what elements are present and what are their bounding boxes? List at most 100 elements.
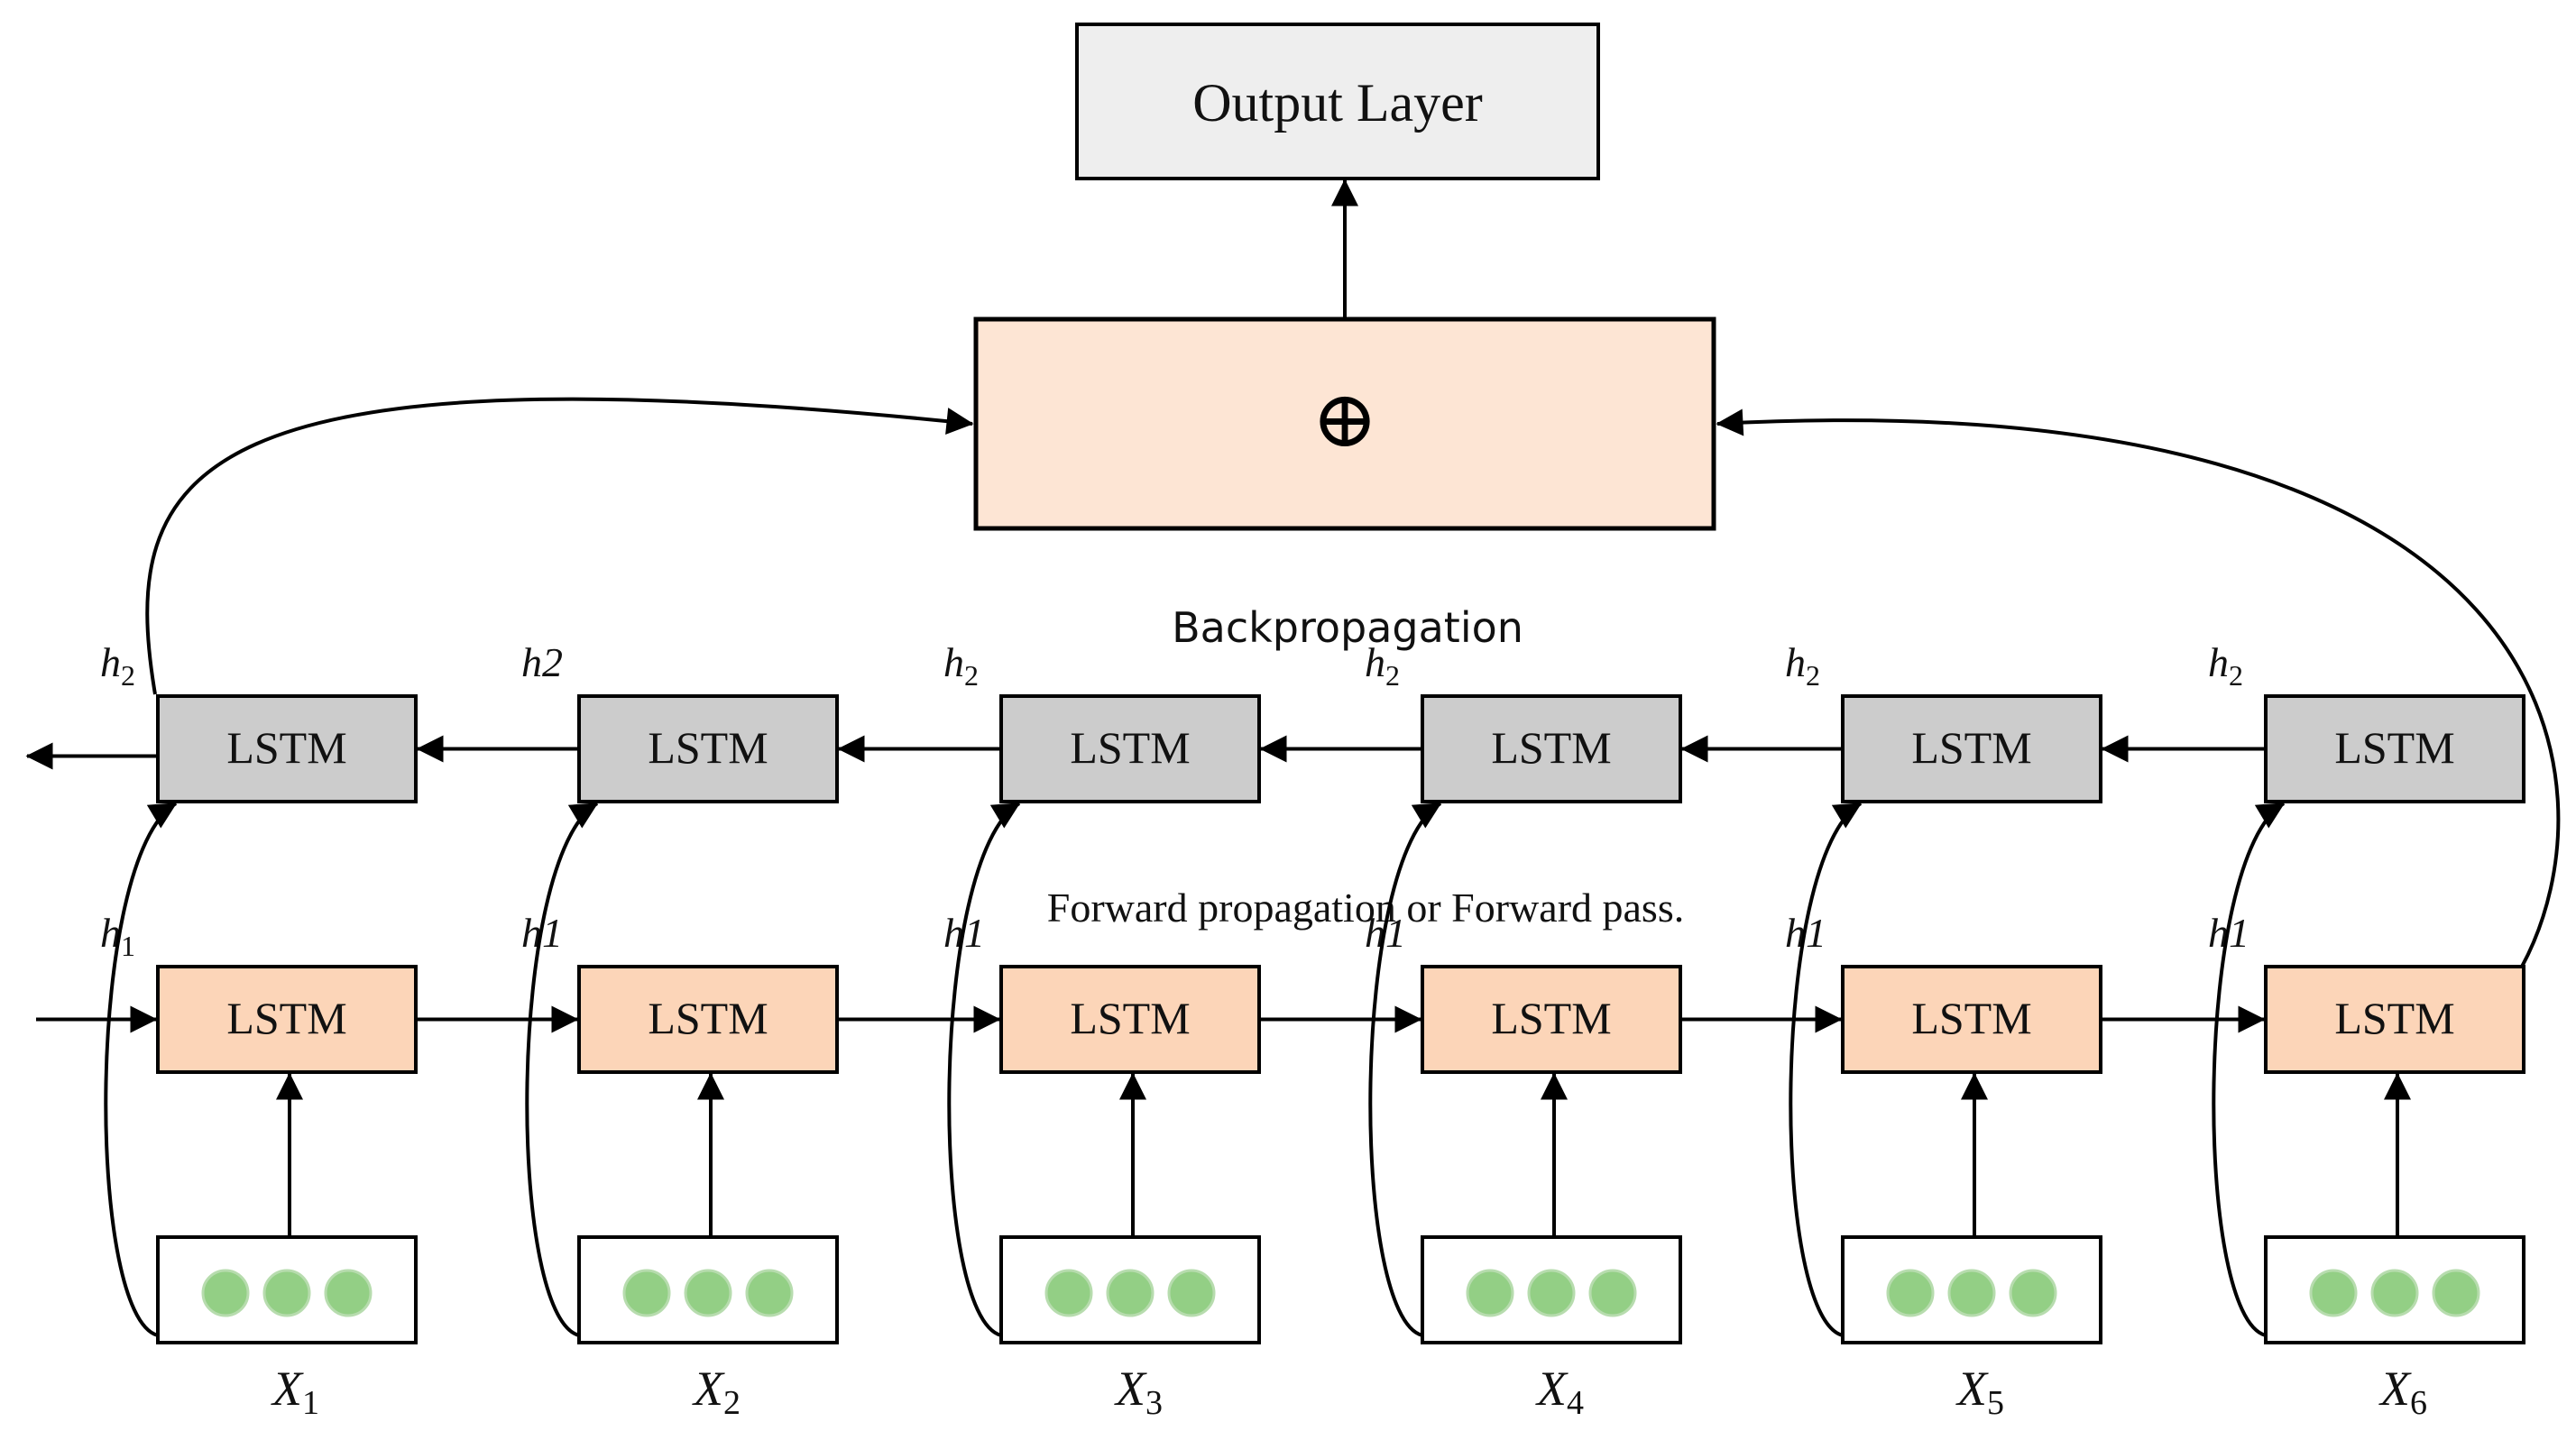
input-dot-1 [1466, 1269, 1514, 1317]
backward-hidden-label-subscript: 2 [964, 659, 979, 692]
input-label: X2 [692, 1362, 741, 1422]
input-dot-1 [1044, 1269, 1093, 1317]
input-dot-1 [622, 1269, 671, 1317]
input-label-text: X [2378, 1362, 2412, 1416]
backward-lstm-box [1421, 694, 1682, 803]
input-to-backward-curve [525, 802, 599, 1337]
input-label-text: X [692, 1362, 725, 1416]
input-dot-3 [2009, 1269, 2057, 1317]
input-label-text: X [1114, 1362, 1147, 1416]
input-label-subscript: 1 [302, 1384, 319, 1422]
forward-hidden-label-text: h [100, 910, 121, 956]
forward-lstm-box [1841, 965, 2102, 1074]
input-to-backward-curve [1368, 802, 1442, 1337]
backward-hidden-label-text: h [2208, 639, 2229, 685]
forward-lstm-label: LSTM [226, 993, 346, 1043]
backward-lstm-label: LSTM [2334, 722, 2454, 773]
input-dot-1 [201, 1269, 250, 1317]
backward-lstm-box [999, 694, 1261, 803]
backward-hidden-label-text: h [1785, 639, 1806, 685]
input-dot-2 [1947, 1269, 1996, 1317]
input-to-backward-curve [1789, 802, 1863, 1337]
time-steps: LSTMLSTMX1h2h1LSTMLSTMX2h2h1LSTMLSTMX3h2… [25, 639, 2525, 1422]
backward-lstm-label: LSTM [1491, 722, 1611, 773]
input-dot-3 [745, 1269, 794, 1317]
input-label-subscript: 3 [1145, 1384, 1163, 1422]
input-dot-1 [2309, 1269, 2358, 1317]
input-dot-3 [1167, 1269, 1216, 1317]
input-label: X3 [1114, 1362, 1163, 1422]
combine-box [973, 316, 1716, 531]
forward-lstm-box [577, 965, 839, 1074]
input-dot-2 [1106, 1269, 1155, 1317]
input-label: X4 [1535, 1362, 1584, 1422]
backward-hidden-label-subscript: 2 [121, 659, 135, 692]
backward-lstm-label: LSTM [1911, 722, 2031, 773]
input-to-backward-curve [947, 802, 1021, 1337]
forward-lstm-label: LSTM [2334, 993, 2454, 1043]
input-label-text: X [271, 1362, 304, 1416]
input-label: X1 [271, 1362, 319, 1422]
backward-hidden-label: h2 [1785, 639, 1820, 692]
backward-lstm-box [156, 694, 418, 803]
forward-lstm-box [999, 965, 1261, 1074]
backward-lstm-box [2264, 694, 2525, 803]
input-to-backward-curve [104, 802, 178, 1337]
input-label-subscript: 5 [1987, 1384, 2004, 1422]
backward-lstm-label: LSTM [648, 722, 768, 773]
backward-lstm-label: LSTM [226, 722, 346, 773]
input-label: X5 [1955, 1362, 2004, 1422]
backward-lstm-label: LSTM [1070, 722, 1190, 773]
input-dot-3 [1588, 1269, 1637, 1317]
input-label-subscript: 6 [2410, 1384, 2427, 1422]
forward-hidden-label: h1 [100, 910, 135, 962]
forward-lstm-label: LSTM [1070, 993, 1190, 1043]
input-label-subscript: 2 [723, 1384, 741, 1422]
backward-hidden-label-text: h [100, 639, 121, 685]
input-dot-2 [684, 1269, 732, 1317]
forward-lstm-box [2264, 965, 2525, 1074]
input-to-backward-curve [2212, 802, 2286, 1337]
backward-hidden-label-text: h [1365, 639, 1385, 685]
backward-lstm-box [577, 694, 839, 803]
output-layer-label: Output Layer [1192, 73, 1483, 133]
backward-hidden-label: h2 [521, 639, 563, 685]
combine-symbol: ⊕ [1311, 377, 1378, 464]
input-dot-3 [2432, 1269, 2480, 1317]
forward-caption: Forward propagation or Forward pass. [1047, 885, 1684, 931]
input-label: X6 [2378, 1362, 2427, 1422]
forward-lstm-label: LSTM [1491, 993, 1611, 1043]
backward-caption: Backpropagation [1172, 603, 1523, 652]
input-label-text: X [1955, 1362, 1989, 1416]
backward-hidden-label-subscript: 2 [1806, 659, 1820, 692]
backward-hidden-label-subscript: 2 [1385, 659, 1400, 692]
forward-hidden-label-subscript: 1 [121, 930, 135, 962]
input-dot-1 [1886, 1269, 1935, 1317]
output-layer-box [1075, 23, 1600, 180]
forward-lstm-label: LSTM [1911, 993, 2031, 1043]
backward-hidden-label-subscript: 2 [2229, 659, 2243, 692]
input-dot-2 [2370, 1269, 2419, 1317]
input-label-subscript: 4 [1567, 1384, 1584, 1422]
backward-to-combine-curve [145, 397, 974, 695]
input-dot-3 [324, 1269, 373, 1317]
combine-node: ⊕ [973, 316, 1716, 531]
input-vector-box [577, 1235, 839, 1344]
input-dot-2 [1527, 1269, 1576, 1317]
forward-lstm-label: LSTM [648, 993, 768, 1043]
input-dot-2 [262, 1269, 311, 1317]
backward-hidden-label-text: h [943, 639, 964, 685]
backward-hidden-label: h2 [2208, 639, 2243, 692]
input-label-text: X [1535, 1362, 1569, 1416]
backward-hidden-label: h2 [100, 639, 135, 692]
forward-to-combine-curve [1716, 408, 2561, 968]
backward-hidden-label: h2 [1365, 639, 1400, 692]
